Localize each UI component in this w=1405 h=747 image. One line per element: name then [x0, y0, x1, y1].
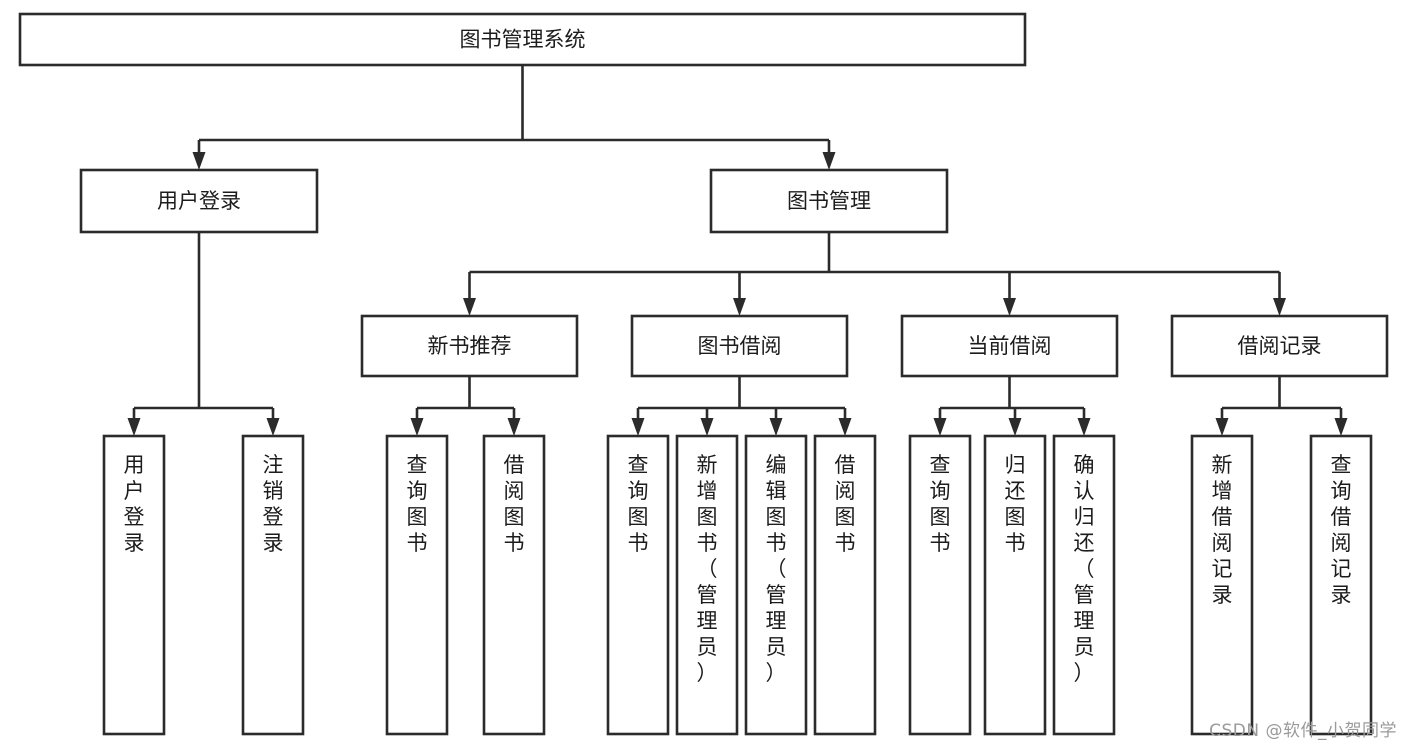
arrowhead-icon — [192, 152, 206, 170]
node-leaf-user-logout[interactable]: 注销登录 — [241, 434, 305, 736]
arrowhead-icon — [733, 298, 746, 316]
node-leaf-query-book-1[interactable]: 查询图书 — [385, 434, 449, 736]
node-label: 注销登录 — [263, 453, 284, 555]
node-box — [983, 434, 1047, 736]
node-leaf-add-record[interactable]: 新增借阅记录 — [1190, 434, 1254, 736]
node-leaf-return-book[interactable]: 归还图书 — [983, 434, 1047, 736]
node-label: 借阅图书 — [504, 453, 525, 555]
node-current[interactable]: 当前借阅 — [900, 314, 1119, 378]
node-leaf-edit-book[interactable]: 编辑图书（管理员） — [744, 434, 808, 736]
node-label: 新增借阅记录 — [1212, 453, 1233, 607]
edges-layer — [127, 65, 1348, 436]
node-label: 图书管理系统 — [460, 28, 586, 52]
arrowhead-icon — [631, 418, 645, 436]
arrowhead-icon — [700, 418, 714, 436]
arrowhead-icon — [1215, 418, 1229, 436]
node-leaf-add-book[interactable]: 新增图书（管理员） — [675, 434, 739, 736]
node-label: 图书管理 — [787, 189, 871, 213]
node-login[interactable]: 用户登录 — [79, 168, 319, 234]
node-label: 确认归还（管理员） — [1074, 453, 1095, 685]
arrowhead-icon — [507, 418, 521, 436]
node-box — [675, 434, 739, 736]
node-bookmgmt[interactable]: 图书管理 — [709, 168, 949, 234]
node-label: 查询借阅记录 — [1331, 453, 1352, 607]
node-label: 用户登录 — [124, 453, 145, 555]
arrowhead-icon — [933, 418, 947, 436]
node-box — [1170, 314, 1389, 378]
node-box — [1052, 434, 1116, 736]
arrowhead-icon — [769, 418, 783, 436]
node-box — [18, 12, 1027, 67]
arrowhead-icon — [1003, 298, 1016, 316]
node-box — [744, 434, 808, 736]
node-leaf-confirm-return[interactable]: 确认归还（管理员） — [1052, 434, 1116, 736]
arrowhead-icon — [1077, 418, 1091, 436]
arrowhead-icon — [127, 418, 141, 436]
node-label: 当前借阅 — [968, 334, 1052, 358]
node-label: 查询图书 — [628, 453, 649, 555]
node-label: 用户登录 — [157, 189, 241, 213]
node-box — [360, 314, 579, 378]
node-leaf-borrow-book-2[interactable]: 借阅图书 — [813, 434, 877, 736]
node-box — [385, 434, 449, 736]
node-leaf-query-book-2[interactable]: 查询图书 — [606, 434, 670, 736]
node-label: 编辑图书（管理员） — [766, 453, 787, 685]
arrowhead-icon — [410, 418, 424, 436]
node-label: 新书推荐 — [428, 334, 512, 358]
node-box — [482, 434, 546, 736]
arrowhead-icon — [266, 418, 280, 436]
node-box — [908, 434, 972, 736]
node-label: 图书借阅 — [698, 334, 782, 358]
arrowhead-icon — [1273, 298, 1286, 316]
node-label: 查询图书 — [407, 453, 428, 555]
node-leaf-query-record[interactable]: 查询借阅记录 — [1309, 434, 1373, 736]
node-box — [1309, 434, 1373, 736]
node-label: 归还图书 — [1005, 453, 1026, 555]
node-box — [900, 314, 1119, 378]
node-box — [241, 434, 305, 736]
node-label: 借阅图书 — [835, 453, 856, 555]
node-box — [813, 434, 877, 736]
node-borrow[interactable]: 图书借阅 — [630, 314, 849, 378]
node-label: 借阅记录 — [1238, 334, 1322, 358]
node-box — [102, 434, 166, 736]
nodes-layer: 图书管理系统用户登录图书管理新书推荐图书借阅当前借阅借阅记录用户登录注销登录查询… — [18, 12, 1389, 736]
watermark-label: CSDN @软件_小贺同学 — [1209, 721, 1397, 741]
arrowhead-icon — [463, 298, 476, 316]
node-newbook[interactable]: 新书推荐 — [360, 314, 579, 378]
node-leaf-borrow-book-1[interactable]: 借阅图书 — [482, 434, 546, 736]
node-box — [606, 434, 670, 736]
node-records[interactable]: 借阅记录 — [1170, 314, 1389, 378]
node-box — [709, 168, 949, 234]
arrowhead-icon — [1008, 418, 1022, 436]
node-leaf-user-login[interactable]: 用户登录 — [102, 434, 166, 736]
node-box — [1190, 434, 1254, 736]
arrowhead-icon — [822, 152, 836, 170]
node-box — [630, 314, 849, 378]
arrowhead-icon — [838, 418, 852, 436]
node-label: 查询图书 — [930, 453, 951, 555]
node-root[interactable]: 图书管理系统 — [18, 12, 1027, 67]
node-box — [79, 168, 319, 234]
arrowhead-icon — [1334, 418, 1348, 436]
node-label: 新增图书（管理员） — [697, 453, 718, 685]
node-leaf-query-book-3[interactable]: 查询图书 — [908, 434, 972, 736]
